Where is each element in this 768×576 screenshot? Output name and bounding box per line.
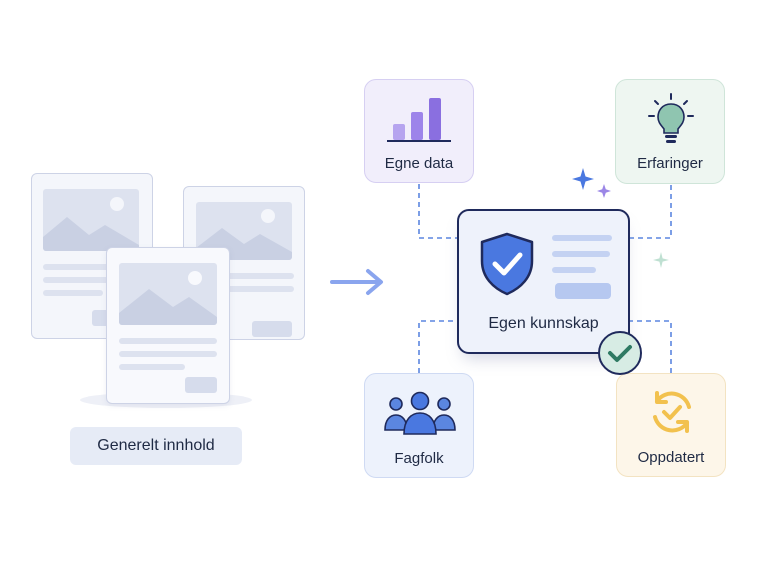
connector-fagfolk xyxy=(418,320,457,373)
bar-chart-icon xyxy=(387,98,451,142)
source-label-fagfolk: Fagfolk xyxy=(394,450,444,467)
text-line xyxy=(552,267,596,273)
text-line xyxy=(224,286,294,292)
text-line xyxy=(552,235,612,241)
sparkle-small-icon xyxy=(653,252,669,268)
image-placeholder xyxy=(119,263,217,325)
sparkle-icon xyxy=(572,168,611,198)
text-line xyxy=(43,264,141,270)
source-label-egne-data: Egne data xyxy=(384,155,454,172)
generic-content-label: Generelt innhold xyxy=(70,427,242,465)
text-line xyxy=(119,351,217,357)
source-label-erfaringer: Erfaringer xyxy=(637,155,703,172)
text-line xyxy=(119,338,217,344)
image-placeholder-icon xyxy=(43,197,139,251)
connector-erfaringer xyxy=(630,185,672,239)
text-line xyxy=(224,273,294,279)
document-front xyxy=(106,247,230,404)
check-badge-icon xyxy=(598,331,642,375)
source-card-fagfolk: Fagfolk xyxy=(364,373,474,478)
own-knowledge-label: Egen kunnskap xyxy=(488,315,599,332)
text-line xyxy=(43,290,103,296)
image-placeholder xyxy=(43,189,139,251)
image-placeholder-icon xyxy=(119,271,217,325)
connector-egne-data xyxy=(418,184,457,239)
text-line xyxy=(119,364,185,370)
button-placeholder xyxy=(185,377,217,393)
button-placeholder xyxy=(555,283,611,299)
text-line xyxy=(552,251,610,257)
shield-check-icon xyxy=(480,232,534,296)
text-line xyxy=(43,277,125,283)
people-icon xyxy=(384,391,456,435)
arrow-right-icon xyxy=(330,269,383,295)
own-knowledge-card: Egen kunnskap xyxy=(457,209,630,354)
lightbulb-icon xyxy=(648,93,694,143)
source-card-erfaringer: Erfaringer xyxy=(615,79,725,184)
source-label-oppdatert: Oppdatert xyxy=(637,449,705,466)
refresh-check-icon xyxy=(653,391,691,433)
button-placeholder xyxy=(252,321,292,337)
source-card-oppdatert: Oppdatert xyxy=(616,373,726,477)
source-card-egne-data: Egne data xyxy=(364,79,474,183)
